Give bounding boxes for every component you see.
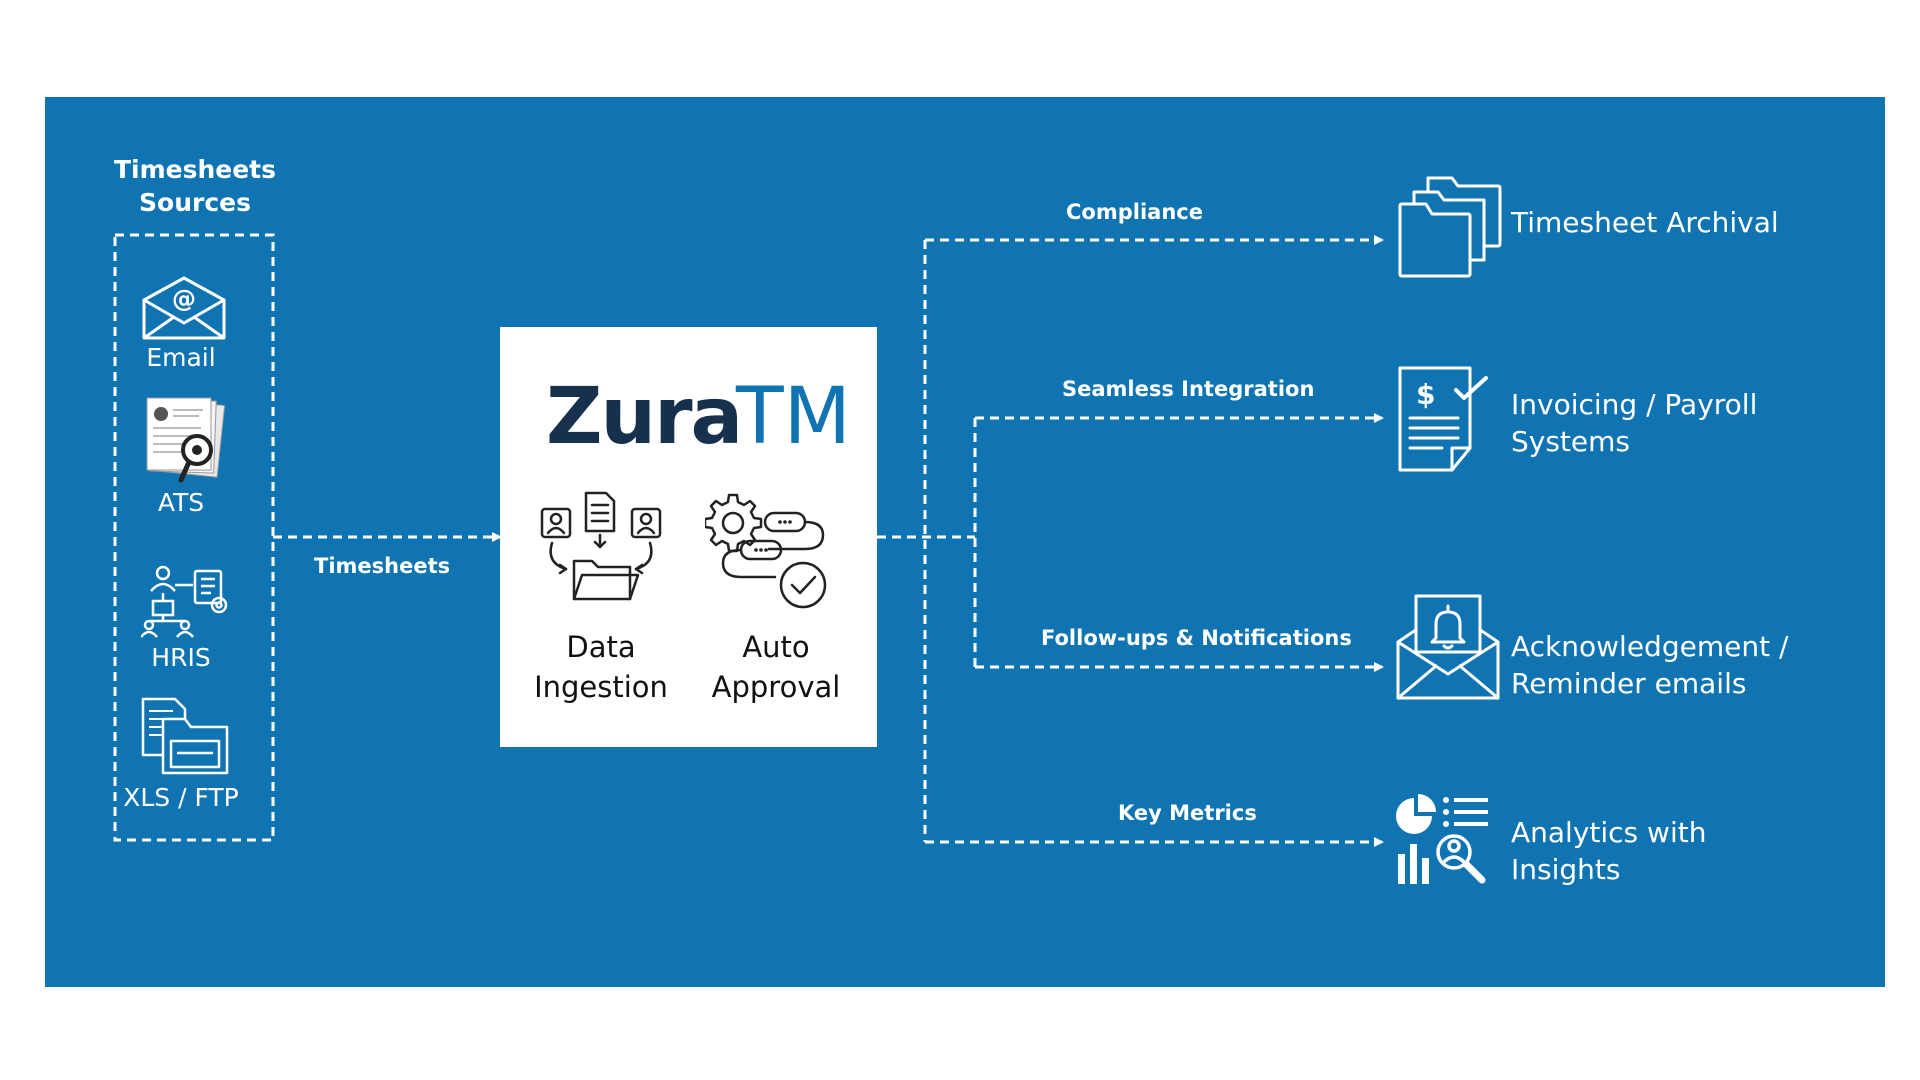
logo-zura: Zura xyxy=(546,372,743,462)
zuratm-hub-box: Zura TM Data Ingestion xyxy=(500,327,877,747)
feature-auto-line2: Approval xyxy=(711,670,841,704)
analytics-chart-icon xyxy=(1396,794,1488,884)
output-archival-line1: Timesheet Archival xyxy=(1511,206,1779,239)
resume-magnifier-icon xyxy=(146,397,226,483)
sources-title-line1: Timesheets xyxy=(113,155,277,184)
file-folder-icon xyxy=(141,697,229,775)
org-chart-icon xyxy=(141,565,228,638)
edge-label-seamless-integration: Seamless Integration xyxy=(1062,377,1315,401)
output-ack-line2: Reminder emails xyxy=(1511,667,1747,700)
edge-label-compliance: Compliance xyxy=(1066,200,1203,224)
sources-title-line2: Sources xyxy=(139,188,251,217)
output-invoicing-line1: Invoicing / Payroll xyxy=(1511,388,1758,421)
source-label-xls-ftp: XLS / FTP xyxy=(123,783,239,812)
email-envelope-icon: @ xyxy=(142,276,226,340)
output-invoicing: Invoicing / Payroll Systems xyxy=(1511,386,1757,460)
sources-dashed-box xyxy=(113,233,275,842)
invoice-check-icon: $ xyxy=(1398,366,1488,472)
svg-text:@: @ xyxy=(172,285,196,313)
output-analytics-line2: Insights xyxy=(1511,853,1621,886)
source-label-hris: HRIS xyxy=(151,643,211,672)
workflow-gear-check-icon xyxy=(705,493,827,609)
output-archival: Timesheet Archival xyxy=(1511,204,1779,241)
source-label-email: Email xyxy=(146,343,216,372)
feature-auto-line1: Auto xyxy=(742,630,810,664)
edge-label-followups: Follow-ups & Notifications xyxy=(1041,626,1352,650)
logo-tm: TM xyxy=(736,372,851,462)
sources-title: Timesheets Sources xyxy=(95,153,295,219)
output-analytics-line1: Analytics with xyxy=(1511,816,1707,849)
output-acknowledgement: Acknowledgement / Reminder emails xyxy=(1511,628,1788,702)
archive-folders-icon xyxy=(1398,176,1502,278)
feature-data-line2: Ingestion xyxy=(534,670,668,704)
output-analytics: Analytics with Insights xyxy=(1511,814,1706,888)
bell-envelope-icon xyxy=(1396,594,1500,700)
output-invoicing-line2: Systems xyxy=(1511,425,1630,458)
diagram-panel xyxy=(45,97,1885,987)
feature-data-line1: Data xyxy=(566,630,636,664)
output-ack-line1: Acknowledgement / xyxy=(1511,630,1789,663)
edge-label-timesheets: Timesheets xyxy=(314,554,451,578)
edge-label-key-metrics: Key Metrics xyxy=(1118,801,1257,825)
source-label-ats: ATS xyxy=(157,488,205,517)
data-ingestion-icon xyxy=(540,491,662,601)
svg-text:$: $ xyxy=(1416,378,1435,411)
